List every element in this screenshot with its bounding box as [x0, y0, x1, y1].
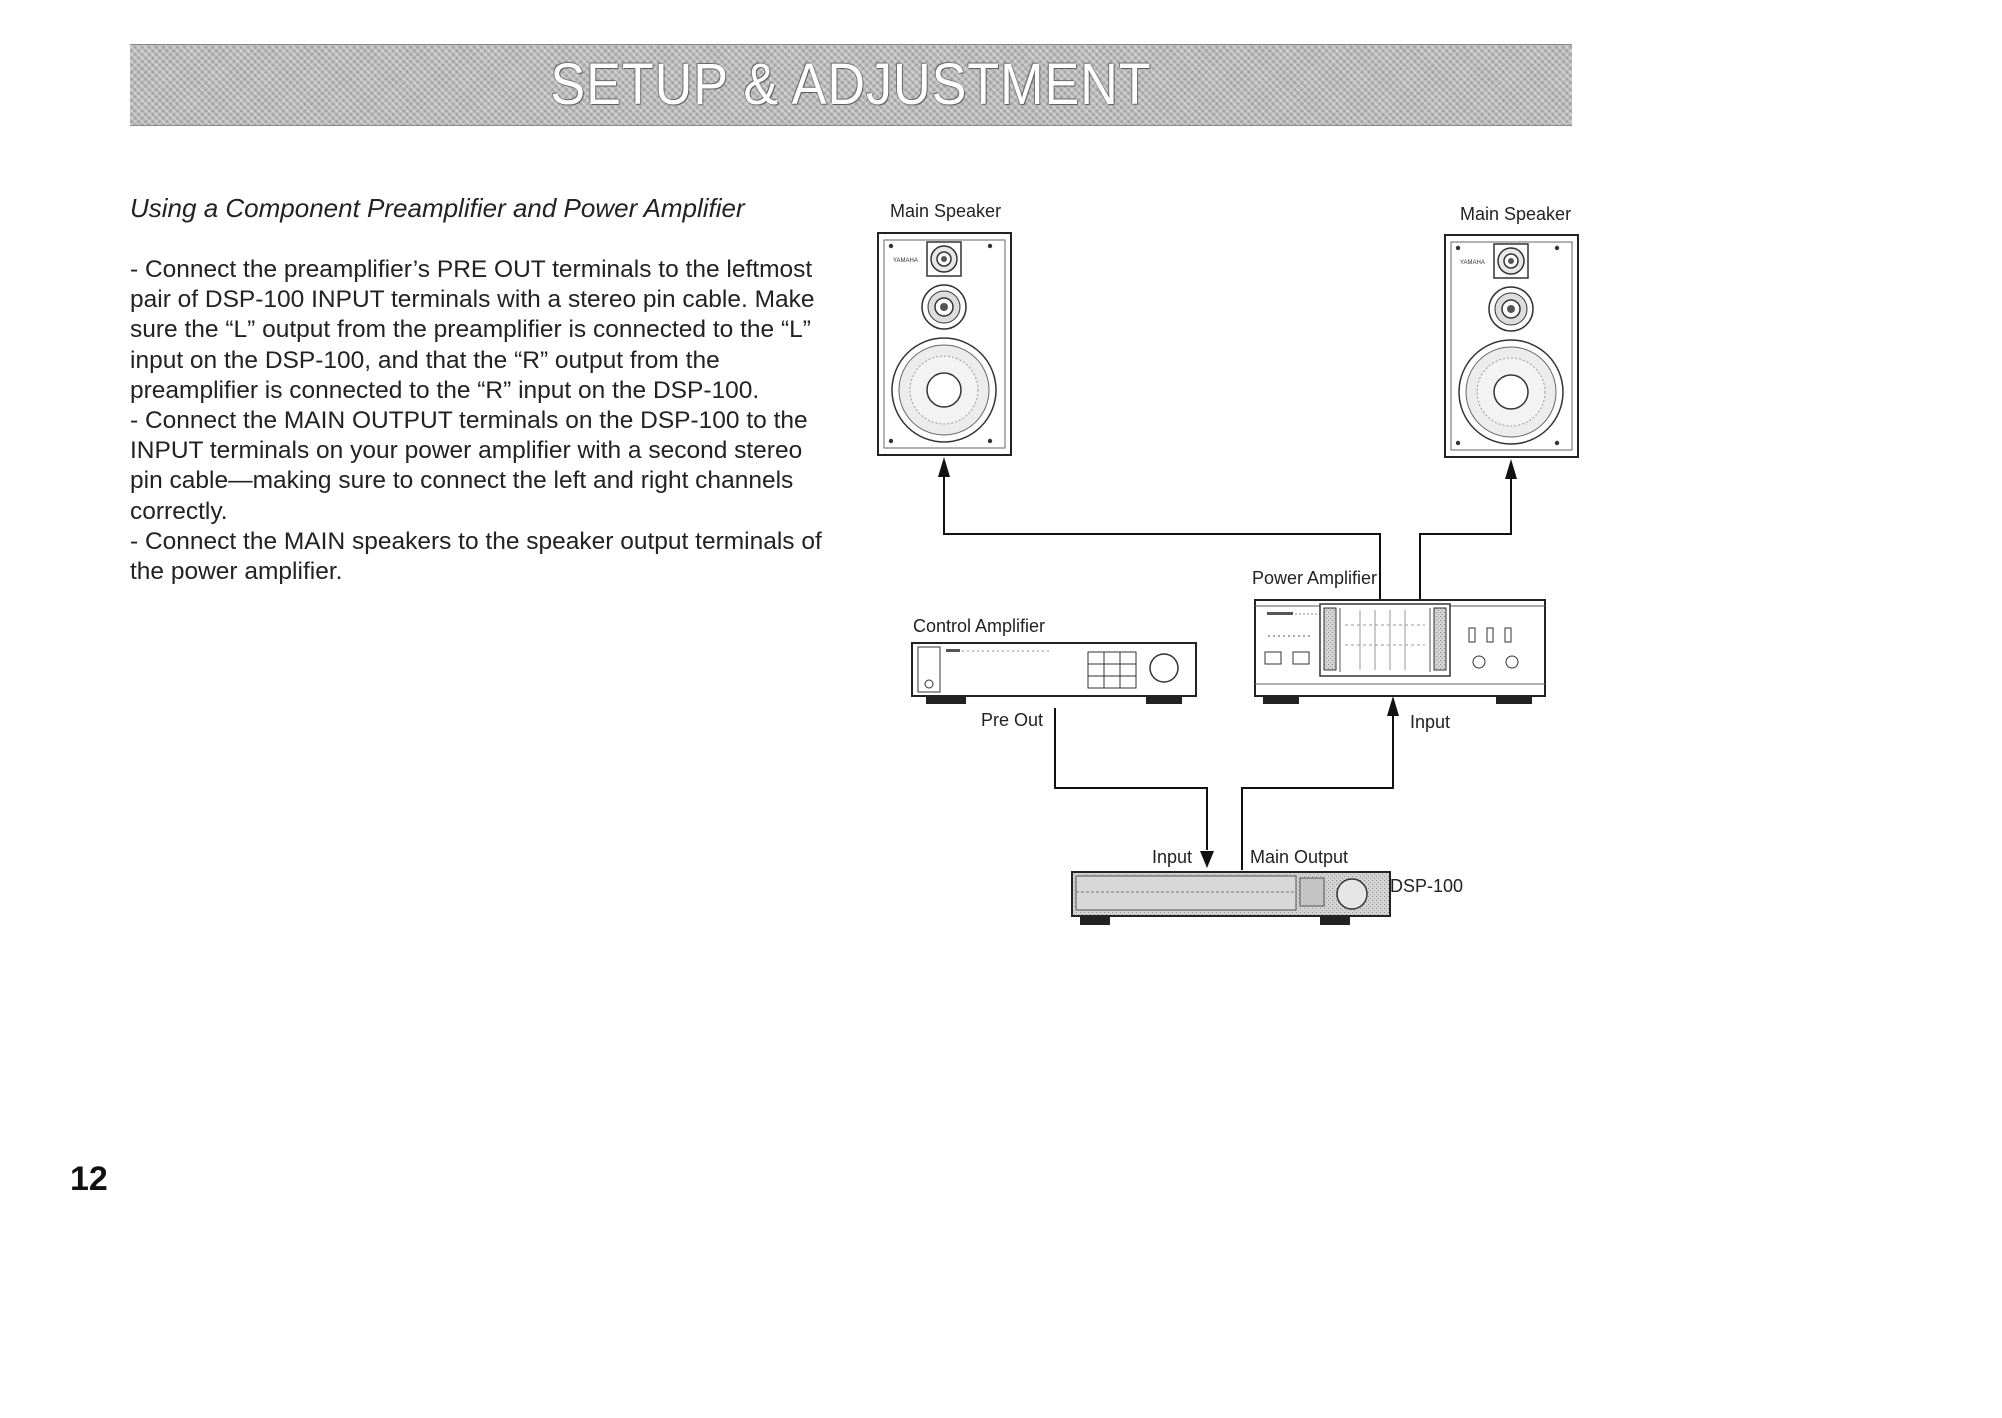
- section-subtitle: Using a Component Preamplifier and Power…: [130, 193, 745, 223]
- left-speaker: YAMAHA: [877, 232, 1012, 456]
- speaker-brand-right: YAMAHA: [1460, 260, 1485, 266]
- dsp-input-arrow: [1200, 851, 1214, 868]
- dsp-input-label: Input: [1152, 847, 1192, 867]
- signal-cables: [1054, 705, 1394, 870]
- control-amplifier: [911, 642, 1197, 704]
- right-speaker-label: Main Speaker: [1460, 204, 1571, 224]
- right-speaker: YAMAHA: [1444, 234, 1579, 458]
- power-amp-input-arrow: [1387, 696, 1399, 716]
- power-amplifier: [1254, 599, 1546, 704]
- speaker-cables: [943, 475, 1512, 600]
- power-amplifier-label: Power Amplifier: [1252, 568, 1377, 588]
- dsp-main-output-label: Main Output: [1250, 847, 1348, 867]
- pre-out-label: Pre Out: [981, 710, 1043, 730]
- power-amp-input-label: Input: [1410, 712, 1450, 732]
- header-banner: SETUP & ADJUSTMENT: [130, 44, 1572, 126]
- dsp-100-unit: [1071, 871, 1391, 925]
- control-amplifier-label: Control Amplifier: [913, 616, 1045, 636]
- speaker-brand-left: YAMAHA: [893, 258, 918, 264]
- instruction-preout: - Connect the preamplifier’s PRE OUT ter…: [130, 256, 815, 404]
- left-speaker-arrow: [938, 457, 950, 477]
- page-title: SETUP & ADJUSTMENT: [550, 52, 1152, 117]
- instructions: - Connect the preamplifier’s PRE OUT ter…: [130, 255, 830, 587]
- left-speaker-label: Main Speaker: [890, 201, 1001, 221]
- dsp-100-label: DSP-100: [1390, 876, 1463, 896]
- instruction-speakers: - Connect the MAIN speakers to the speak…: [130, 527, 822, 586]
- instruction-main-output: - Connect the MAIN OUTPUT terminals on t…: [130, 407, 808, 525]
- right-speaker-arrow: [1505, 459, 1517, 479]
- page-number: 12: [70, 1160, 108, 1198]
